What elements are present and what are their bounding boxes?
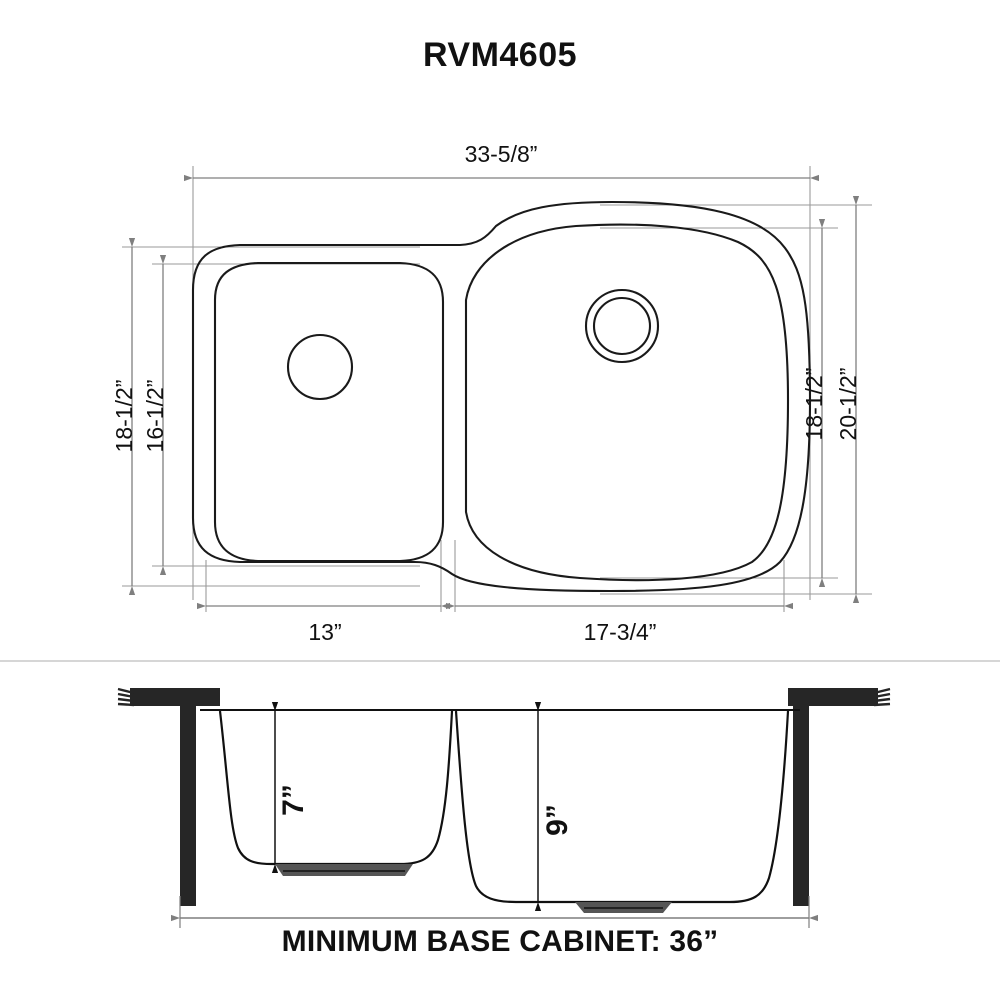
left-cabinet-wall	[180, 706, 196, 906]
cross-section-group: 7” 9”	[117, 687, 891, 928]
dimension-left-bowl-width: 13”	[197, 602, 450, 645]
dimension-left-outer-height: 18-1/2”	[111, 238, 137, 595]
dimension-base-cabinet	[171, 896, 818, 928]
left-bowl-drain	[286, 333, 354, 401]
dimension-right-outer-height: 20-1/2”	[835, 196, 861, 603]
dimension-left-bowl-width-label: 13”	[308, 619, 341, 645]
dimension-right-bowl-width-label: 17-3/4”	[584, 619, 657, 645]
right-bowl-drain	[584, 288, 660, 364]
sink-outer-rim	[191, 200, 812, 593]
left-bowl-outline	[213, 261, 445, 563]
dimension-overall-width: 33-5/8”	[184, 141, 819, 182]
top-view-extension-lines	[122, 166, 872, 612]
dimension-right-depth-label: 9”	[541, 804, 574, 836]
dimension-right-outer-height-label: 20-1/2”	[835, 368, 861, 441]
left-bowl-section-profile	[218, 710, 454, 866]
left-bowl-section-base	[275, 864, 413, 876]
dimension-left-inner-height: 16-1/2”	[142, 255, 168, 575]
base-cabinet-caption: MINIMUM BASE CABINET: 36”	[281, 925, 719, 958]
right-cabinet-wall	[793, 706, 809, 906]
dimension-left-inner-height-label: 16-1/2”	[142, 380, 168, 453]
dimension-right-inner-height: 18-1/2”	[801, 219, 827, 587]
top-view-group: 33-5/8” 18-1/2” 16-1/2” 18-1/2” 20-1/2”	[111, 141, 872, 645]
dimension-left-outer-height-label: 18-1/2”	[111, 380, 137, 453]
left-countertop	[117, 687, 220, 707]
dimension-left-depth-label: 7”	[277, 784, 310, 816]
dimension-right-inner-height-label: 18-1/2”	[801, 368, 827, 441]
right-bowl-section-profile	[454, 710, 790, 904]
right-bowl-outline	[464, 223, 790, 582]
right-countertop	[788, 687, 891, 707]
dimension-right-bowl-width: 17-3/4”	[446, 602, 793, 645]
dimension-overall-width-label: 33-5/8”	[465, 141, 538, 167]
dimension-left-depth: 7”	[271, 702, 310, 873]
page-title: RVM4605	[422, 36, 578, 74]
dimension-right-depth: 9”	[534, 702, 574, 911]
